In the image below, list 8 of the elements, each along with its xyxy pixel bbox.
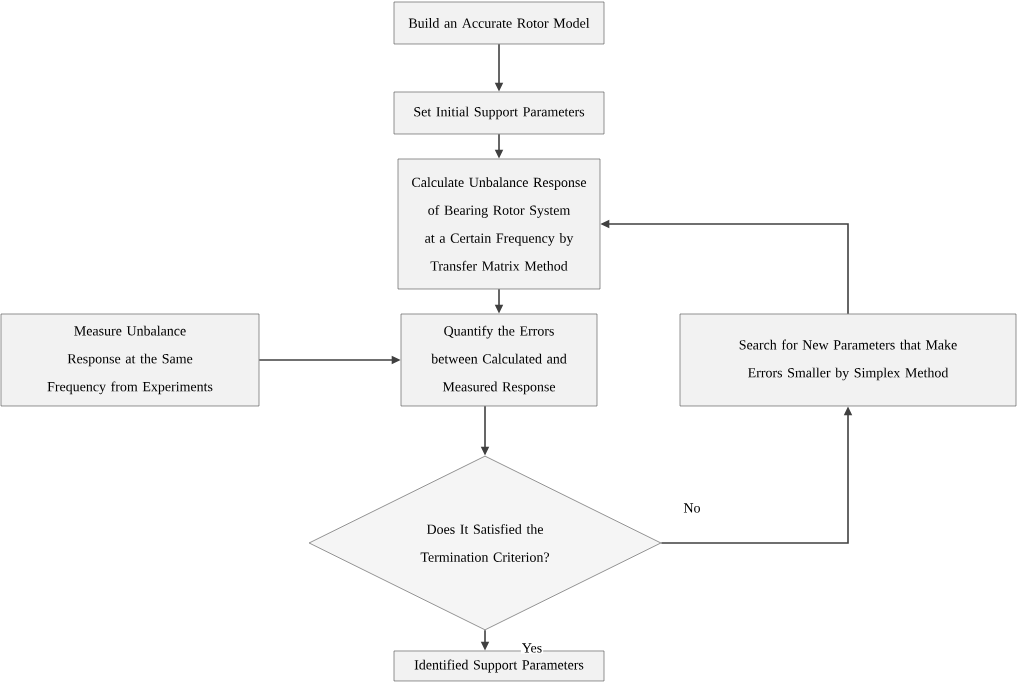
- process-box: Build an Accurate Rotor Model: [393, 1, 605, 45]
- process-box: Measure Unbalance Response at the Same Frequency from Experiments: [0, 313, 260, 407]
- edge-label: Yes: [520, 642, 544, 654]
- process-box: Calculate Unbalance Response of Bearing Rotor System at a Certain Frequency by Transfer Matrix Method: [397, 158, 601, 290]
- process-box: Search for New Parameters that Make Errors Smaller by Simplex Method: [679, 313, 1017, 407]
- process-box: Quantify the Errors between Calculated and Measured Response: [400, 313, 598, 407]
- edge-label: No: [682, 502, 702, 514]
- process-box: Set Initial Support Parameters: [393, 91, 605, 135]
